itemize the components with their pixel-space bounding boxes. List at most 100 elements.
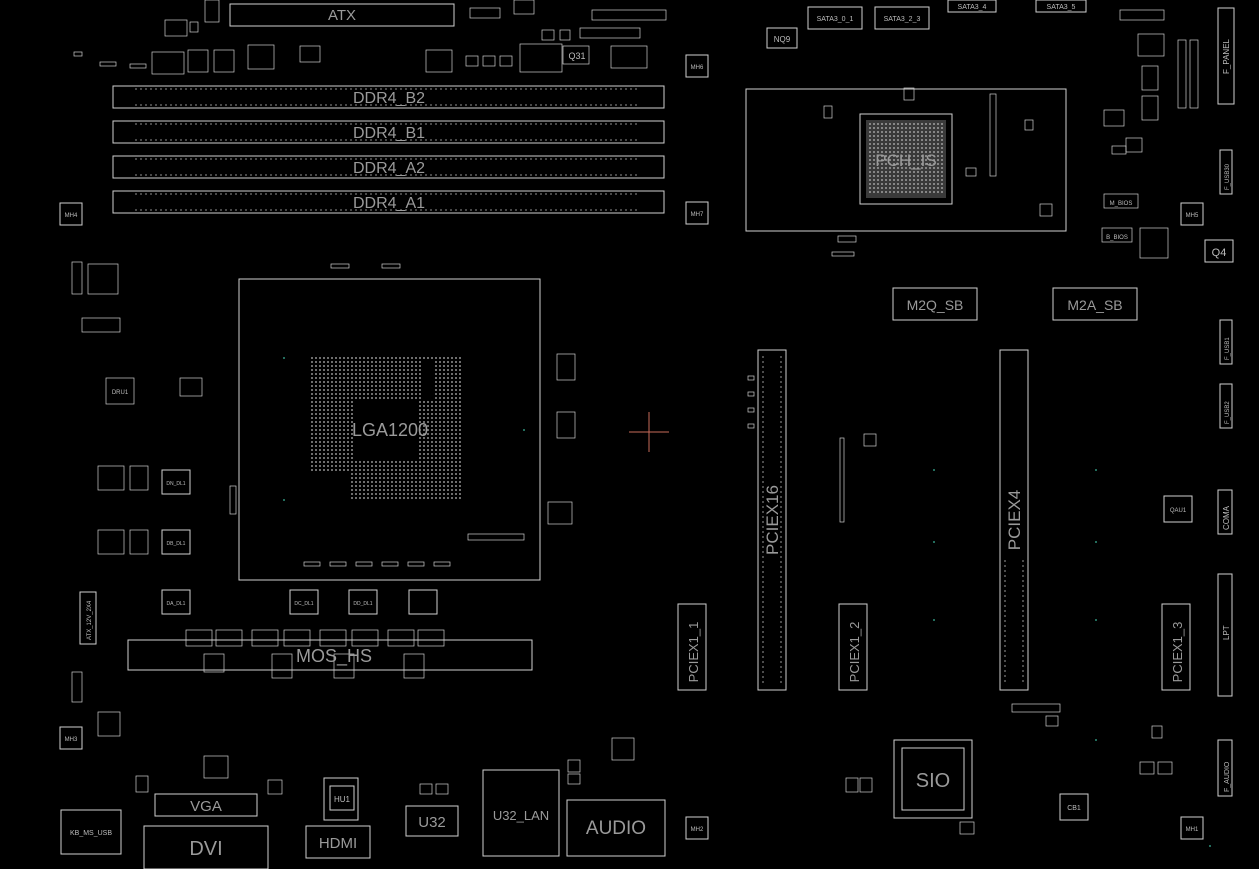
f-audio-header[interactable]: F_AUDIO <box>1217 739 1233 797</box>
dl1-chip-4 <box>408 589 438 615</box>
da-dl1-chip: DA_DL1 <box>161 589 191 615</box>
ddr4-slot-a1[interactable]: DDR4_A1 <box>112 190 665 214</box>
mounting-hole-mh4: MH4 <box>59 202 83 226</box>
svg-text:AUDIO: AUDIO <box>586 818 646 839</box>
pch-chip[interactable]: PCH_IS <box>745 88 1067 232</box>
svg-text:U32_LAN: U32_LAN <box>493 808 549 823</box>
m2q-label: M2Q_SB <box>907 297 964 313</box>
atx-12v-2x4-connector[interactable]: ATX_12V_2X4 <box>79 591 97 645</box>
lpt-header[interactable]: LPT <box>1217 573 1233 697</box>
pciex4-slot[interactable]: PCIEX4 <box>999 349 1029 691</box>
svg-text:MH6: MH6 <box>691 65 704 71</box>
mounting-hole-mh2: MH2 <box>685 816 709 840</box>
svg-text:F_AUDIO: F_AUDIO <box>1224 761 1231 792</box>
sata3-5-connector[interactable]: SATA3_5 <box>1035 0 1087 13</box>
pcie-side-components <box>747 375 1061 727</box>
ddr4-slot-b1[interactable]: DDR4_B1 <box>112 120 665 144</box>
via-dots <box>283 357 1211 847</box>
sata3-4-connector[interactable]: SATA3_4 <box>947 0 997 13</box>
mounting-hole-mh1: MH1 <box>1180 816 1204 840</box>
hdmi-connector[interactable]: HDMI <box>305 825 371 859</box>
svg-text:CB1: CB1 <box>1067 805 1081 812</box>
mounting-hole-mh7: MH7 <box>685 201 709 225</box>
right-top-components <box>1101 9 1199 259</box>
dn-dl1-chip: DN_DL1 <box>161 469 191 495</box>
ddr4-b1-label: DDR4_B1 <box>353 125 425 142</box>
svg-text:F_PANEL: F_PANEL <box>1222 38 1231 74</box>
svg-text:DVI: DVI <box>189 838 222 860</box>
svg-text:DA_DL1: DA_DL1 <box>167 601 186 607</box>
pciex1-3-slot[interactable]: PCIEX1_3 <box>1161 603 1191 691</box>
pciex1-2-label: PCIEX1_2 <box>847 622 862 683</box>
pciex16-label: PCIEX16 <box>763 485 782 555</box>
com-header[interactable]: COMA <box>1217 489 1233 535</box>
svg-text:F_USB2: F_USB2 <box>1225 401 1231 424</box>
sio-label: SIO <box>916 770 950 792</box>
pciex1-3-label: PCIEX1_3 <box>1170 622 1185 683</box>
u32-lan-connector[interactable]: U32_LAN <box>482 769 560 857</box>
mos-heatsink: MOS_HS <box>127 629 533 679</box>
pciex1-2-slot[interactable]: PCIEX1_2 <box>838 603 868 691</box>
m2q-socket[interactable]: M2Q_SB <box>892 287 978 321</box>
svg-text:HU1: HU1 <box>334 795 351 804</box>
svg-text:KB_MS_USB: KB_MS_USB <box>70 830 112 837</box>
svg-text:MH1: MH1 <box>1186 827 1199 833</box>
svg-text:F_USB30: F_USB30 <box>1225 163 1231 190</box>
svg-text:DN_DL1: DN_DL1 <box>166 481 185 487</box>
pch-label: PCH_IS <box>875 151 936 170</box>
svg-text:LPT: LPT <box>1222 625 1231 640</box>
sio-chip[interactable]: SIO <box>893 739 973 819</box>
svg-text:DD_DL1: DD_DL1 <box>353 601 372 607</box>
svg-text:Q4: Q4 <box>1212 247 1227 259</box>
f-usb2-header[interactable]: F_USB2 <box>1219 383 1233 429</box>
ddr4-slot-a2[interactable]: DDR4_A2 <box>112 155 665 179</box>
m2a-label: M2A_SB <box>1067 297 1122 313</box>
audio-connector[interactable]: AUDIO <box>566 799 666 857</box>
svg-text:NQ9: NQ9 <box>774 35 791 44</box>
pciex16-slot[interactable]: PCIEX16 <box>757 349 787 691</box>
f-usb30-header[interactable]: F_USB30 <box>1219 149 1233 195</box>
pciex4-label: PCIEX4 <box>1005 490 1024 550</box>
top-left-components <box>73 0 667 75</box>
svg-text:MH2: MH2 <box>691 827 704 833</box>
svg-text:F_USB1: F_USB1 <box>1225 337 1231 360</box>
cpu-socket-label: LGA1200 <box>352 420 428 440</box>
dvi-connector[interactable]: DVI <box>143 825 269 869</box>
svg-text:DC_DL1: DC_DL1 <box>294 601 313 607</box>
svg-text:SATA3_2_3: SATA3_2_3 <box>884 16 921 23</box>
mounting-hole-mh6: MH6 <box>685 54 709 78</box>
qau1-component: QAU1 <box>1163 495 1193 523</box>
u32-connector[interactable]: U32 <box>405 805 459 837</box>
f-panel-header[interactable]: F_PANEL <box>1217 7 1235 105</box>
vga-connector[interactable]: VGA <box>154 793 258 817</box>
b-bios-label: B_BIOS <box>1106 235 1128 241</box>
ddr4-b2-label: DDR4_B2 <box>353 90 425 107</box>
cpu-surround-components <box>229 263 576 567</box>
ddr4-a1-label: DDR4_A1 <box>353 195 425 212</box>
cpu-socket[interactable]: LGA1200 <box>238 278 541 581</box>
mounting-hole-mh3: MH3 <box>59 726 83 750</box>
crosshair-cursor <box>629 412 669 452</box>
svg-text:DB_DL1: DB_DL1 <box>167 541 186 547</box>
atx-connector[interactable]: ATX <box>229 3 455 27</box>
mounting-hole-mh5: MH5 <box>1180 202 1204 226</box>
sio-surround-components <box>845 725 1173 835</box>
sata3-0-1-connector[interactable]: SATA3_0_1 <box>807 6 863 30</box>
svg-text:ATX_12V_2X4: ATX_12V_2X4 <box>87 600 93 640</box>
pciex1-1-slot[interactable]: PCIEX1_1 <box>677 603 707 691</box>
dru1-label: DRU1 <box>112 390 129 396</box>
q4-component: Q4 <box>1204 239 1234 263</box>
q31-label: Q31 <box>568 51 585 61</box>
sata3-2-3-connector[interactable]: SATA3_2_3 <box>874 6 930 30</box>
svg-text:U32: U32 <box>418 814 446 831</box>
m-bios-label: M_BIOS <box>1110 201 1133 207</box>
dd-dl1-chip: DD_DL1 <box>348 589 378 615</box>
f-usb1-header[interactable]: F_USB1 <box>1219 319 1233 365</box>
kb-ms-usb-connector[interactable]: KB_MS_USB <box>60 809 122 855</box>
svg-text:SATA3_4: SATA3_4 <box>958 4 987 11</box>
mos-hs-label: MOS_HS <box>296 646 372 667</box>
ddr4-slot-b2[interactable]: DDR4_B2 <box>112 85 665 109</box>
pch-side-components <box>823 87 1053 257</box>
m2a-socket[interactable]: M2A_SB <box>1052 287 1138 321</box>
